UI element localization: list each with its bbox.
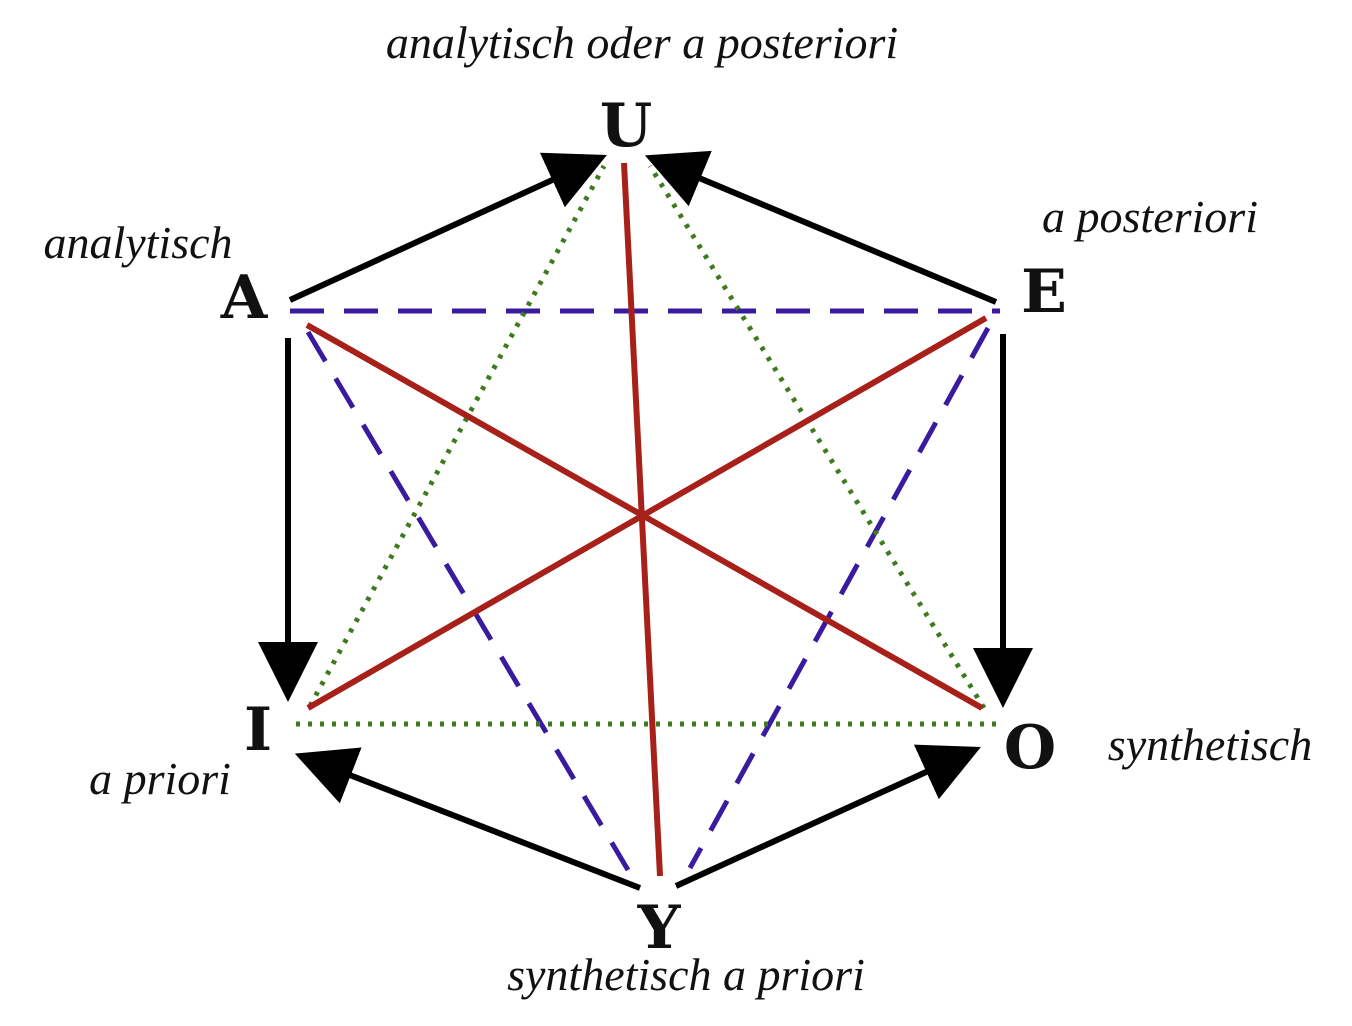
arrow-e-to-u: [644, 150, 998, 305]
implication-arrows: [258, 150, 1033, 891]
red-u-y: [621, 162, 663, 877]
dashed-e-y: [687, 326, 991, 870]
contradiction-lines: [305, 162, 988, 877]
dashed-a-y: [305, 330, 631, 872]
vertex-y: Y: [637, 893, 682, 963]
caption-o: synthetisch: [1108, 719, 1312, 770]
caption-u: analytisch oder a posteriori: [386, 17, 898, 68]
vertex-labels: U A E I O Y: [220, 91, 1067, 963]
subcontrariety-lines: [296, 164, 998, 727]
vertex-i: I: [244, 695, 272, 765]
vertex-e: E: [1021, 257, 1067, 327]
caption-e: a posteriori: [1042, 191, 1258, 242]
vertex-o: O: [1004, 713, 1056, 783]
red-e-i: [306, 315, 988, 711]
dotted-o-u: [647, 164, 987, 710]
caption-a: analytisch: [43, 217, 232, 268]
arrow-a-to-u: [288, 152, 607, 303]
vertex-captions: analytisch oder a posteriori analytisch …: [43, 17, 1312, 1000]
caption-y: synthetisch a priori: [507, 949, 865, 1000]
arrow-y-to-o: [674, 744, 981, 889]
arrow-y-to-i: [294, 747, 642, 891]
vertex-a: A: [220, 263, 269, 333]
vertex-u: U: [600, 91, 652, 161]
contrariety-lines: [290, 308, 1000, 872]
caption-i: a priori: [89, 753, 231, 804]
